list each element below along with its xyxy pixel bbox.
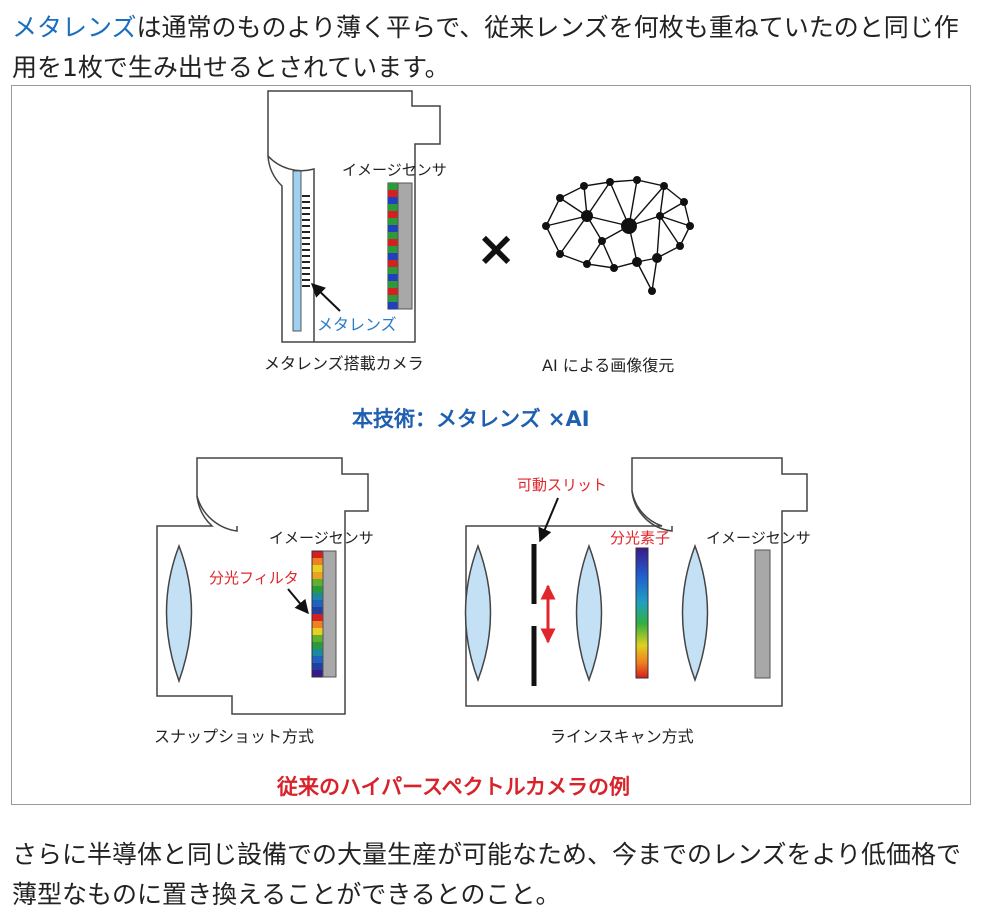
metalens-link[interactable]: メタレンズ xyxy=(12,13,137,42)
intro-text: は通常のものより薄く平らで、従来レンズを何枚も重ねていたのと同じ作用を1枚で生み… xyxy=(12,13,959,82)
snapshot-grip-line xyxy=(196,495,238,532)
intro-paragraph: メタレンズは通常のものより薄く平らで、従来レンズを何枚も重ねていたのと同じ作用を… xyxy=(12,8,977,88)
filter-arrow xyxy=(287,588,309,615)
slit-arrow xyxy=(538,497,559,543)
outro-paragraph: さらに半導体と同じ設備での大量生産が可能なため、今までのレンズをより低価格で薄型… xyxy=(12,840,962,909)
top-heading: 本技術：メタレンズ ×AI xyxy=(352,407,590,431)
ai-brain-icon xyxy=(545,179,691,292)
filter-label: 分光フィルタ xyxy=(209,569,299,587)
slit-label: 可動スリット xyxy=(517,476,607,494)
snapshot-sensor-label: イメージセンサ xyxy=(269,529,374,547)
figure: イメージセンサ メタレンズ メタレンズ搭載カメラ × AI による画像復元 本技… xyxy=(11,85,971,805)
linescan-front-lens xyxy=(464,543,492,683)
linescan-sensor-label: イメージセンサ xyxy=(706,529,811,547)
top-image-sensor-label: イメージセンサ xyxy=(342,161,447,179)
linescan-image-sensor xyxy=(754,549,771,679)
diagram-svg: イメージセンサ メタレンズ メタレンズ搭載カメラ × AI による画像復元 本技… xyxy=(154,90,811,799)
linescan-grip-line xyxy=(631,490,673,532)
bottom-heading: 従来のハイパースペクトルカメラの例 xyxy=(276,775,630,799)
linescan-rear-lens xyxy=(681,543,709,683)
linescan-caption: ラインスキャン方式 xyxy=(550,727,694,746)
times-symbol: × xyxy=(476,221,516,277)
ai-brain-nodes xyxy=(542,176,694,295)
dispersive-element xyxy=(635,547,649,679)
snapshot-camera: イメージセンサ 分光フィルタ スナップショット方式 xyxy=(154,457,374,746)
bayer-cells xyxy=(388,183,398,309)
snapshot-caption: スナップショット方式 xyxy=(154,727,314,746)
metalens-plate xyxy=(292,170,302,332)
metalens-label: メタレンズ xyxy=(317,315,397,334)
prism-label: 分光素子 xyxy=(610,529,670,547)
linescan-camera: 可動スリット 分光素子 イメージセンサ ラインスキャン方式 xyxy=(464,457,811,746)
spectral-filter-cells xyxy=(312,551,323,677)
metalens-camera: イメージセンサ メタレンズ メタレンズ搭載カメラ xyxy=(264,90,447,373)
linescan-middle-lens xyxy=(575,543,603,683)
camera-caption: メタレンズ搭載カメラ xyxy=(264,354,424,373)
snapshot-image-sensor xyxy=(322,550,337,678)
metalens-nanostructure xyxy=(302,195,310,287)
image-sensor xyxy=(397,182,413,310)
metalens-arrow xyxy=(310,283,341,312)
ai-caption: AI による画像復元 xyxy=(542,356,674,375)
snapshot-lens xyxy=(165,543,193,684)
camera-grip-line xyxy=(267,155,315,342)
